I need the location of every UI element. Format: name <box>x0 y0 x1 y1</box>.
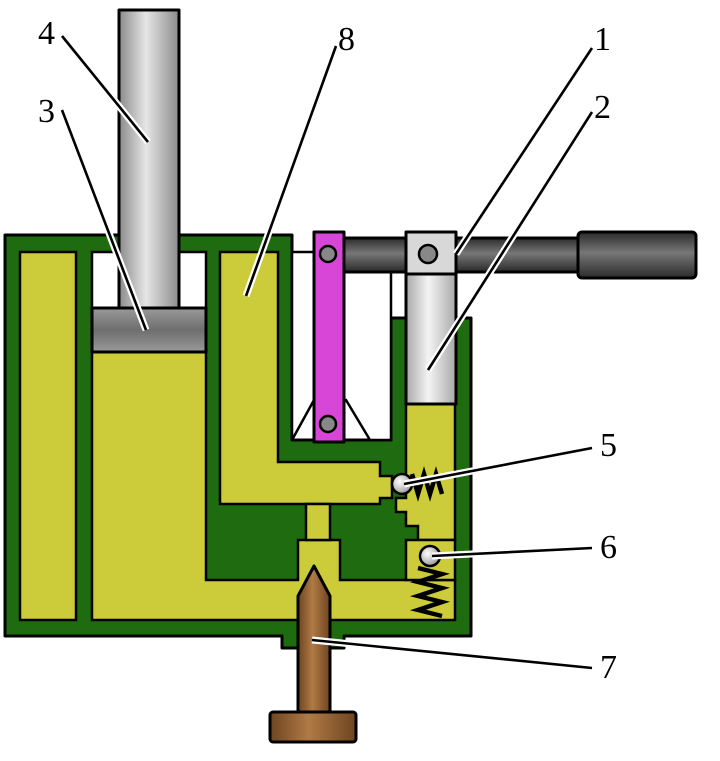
release-valve-knob <box>268 710 358 744</box>
handle-grip <box>576 230 698 280</box>
leader-8 <box>244 45 338 297</box>
leader-7 <box>311 638 593 670</box>
spring-icon <box>409 565 451 619</box>
pump-plunger <box>404 270 458 406</box>
reservoir-fluid-left <box>18 250 78 622</box>
callout-3: 3 <box>38 93 55 130</box>
leader-2 <box>426 111 594 371</box>
callout-4: 4 <box>38 15 55 52</box>
callout-8: 8 <box>338 21 355 58</box>
pump-well-fluid <box>394 400 457 542</box>
leader-3 <box>60 109 148 331</box>
callout-7: 7 <box>600 649 617 686</box>
lever-top-pin-icon <box>318 244 338 264</box>
pump-handle <box>316 230 698 280</box>
callout-labels: 1 2 3 4 5 6 7 8 <box>38 15 617 686</box>
callout-6: 6 <box>600 529 617 566</box>
connecting-channel <box>304 502 332 542</box>
callout-2: 2 <box>594 89 611 126</box>
leader-5 <box>403 446 593 486</box>
lever-bottom-pin-icon <box>318 414 338 434</box>
plunger-pivot-pin-icon <box>417 243 439 265</box>
leader-4 <box>60 35 150 143</box>
leader-6 <box>431 546 593 558</box>
lift-piston-rod <box>117 8 181 312</box>
check-valve-6 <box>409 544 451 619</box>
leader-1 <box>454 47 594 255</box>
lift-cylinder-fluid <box>90 350 457 622</box>
link-lever <box>312 230 346 444</box>
callout-1: 1 <box>594 21 611 58</box>
hydraulic-fluid <box>18 250 457 622</box>
callout-5: 5 <box>600 427 617 464</box>
leader-lines <box>58 33 595 672</box>
lift-piston-head <box>90 306 208 354</box>
